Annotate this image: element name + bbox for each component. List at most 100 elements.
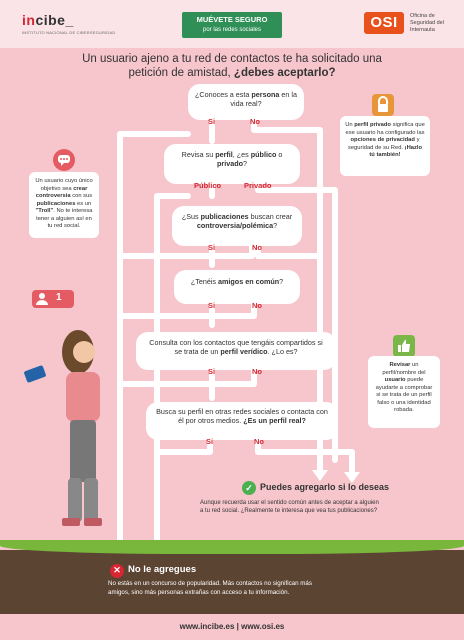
review-note-c: usuario [384,377,406,383]
q2-private[interactable]: Privado [244,181,272,190]
q4-no[interactable]: No [252,301,262,310]
private-profile-note: Un perfil privado significa que ese usua… [340,116,430,176]
flow-private [255,180,338,463]
troll-note-f: "Troll" [35,208,54,214]
question-box-4[interactable]: ¿Tenéis amigos en común? Si No [174,270,300,310]
incibe-subtitle: INSTITUTO NACIONAL DE CIBERSEGURIDAD [22,30,116,35]
flow-right-join [255,243,323,259]
cross-icon: ✕ [110,564,124,578]
osi-logo[interactable]: OSI [364,12,404,34]
q3-text-e: ? [273,221,278,230]
ground [0,550,464,618]
private-note-f: ¡Hazlo tú también! [369,144,423,159]
q1-text-b: persona [251,90,280,99]
q3-text-c: buscan crear [248,212,293,221]
accept-description: Aunque recuerda usar el sentido común an… [200,500,379,514]
q6-text-a: Busca su perfil en otras redes sociales … [156,407,328,425]
question-2-text: Revisa su perfil, ¿es público o privado? [164,144,300,168]
review-profile-note: Revisar un perfil/nombre del usuario pue… [368,356,440,428]
thumbs-up-icon [393,335,415,357]
review-note-b: un perfil/nombre del [382,362,426,376]
q1-text-a: ¿Conoces a esta [195,90,252,99]
q2-text-f: privado [217,159,243,168]
review-note-a: Revisar [389,362,411,368]
flow-q1-no [251,117,323,473]
question-box-2[interactable]: Revisa su perfil, ¿es público o privado?… [164,144,300,190]
private-note-a: Un [345,122,355,128]
q3-text-a: ¿Sus [181,212,201,221]
q2-public[interactable]: Público [194,181,222,190]
q2-text-g: ? [242,159,247,168]
question-1-text: ¿Conoces a esta persona en la vida real? [188,84,304,108]
badge-line2: por las redes sociales [202,27,262,33]
q3-text-b: publicaciones [200,212,249,221]
user-icon [36,293,48,305]
q3-yes[interactable]: Si [208,243,216,252]
troll-note-e: es un [75,200,92,207]
arrow-right-2 [344,472,360,483]
main-question-line1: Un usuario ajeno a tu red de contactos t… [82,53,382,65]
private-note-e: y seguridad de su Red. [347,137,420,151]
q1-text-c: en la vida real? [230,90,297,108]
q2-text-b: perfil [215,150,233,159]
q4-text-a: ¿Tenéis [190,277,219,286]
review-note-d: puede ayudarte a comprobar si se trata d… [375,377,433,413]
flow-q3-yes [117,243,255,259]
osi-subtitle: Oficina de Seguridad del Internauta [410,13,444,33]
q4-text-b: amigos en común [218,277,280,286]
q4-text-c: ? [279,277,284,286]
notification-count: 1 [56,292,62,303]
main-question-line2: petición de amistad, [128,67,234,79]
question-4-text: ¿Tenéis amigos en común? [174,270,300,286]
q5-text-c: . ¿Lo es? [267,347,298,356]
question-box-1[interactable]: ¿Conoces a esta persona en la vida real?… [188,84,304,126]
q3-text-d: controversia/polémica [196,221,274,230]
q1-no[interactable]: No [250,117,260,126]
troll-note-b: crear controversia [35,185,88,200]
question-3-text: ¿Sus publicaciones buscan crear controve… [172,206,302,230]
flow-left-trunk [117,131,191,548]
main-question: Un usuario ajeno a tu red de contactos t… [80,52,384,80]
incibe-logo-prefix: in [22,12,36,28]
troll-note-g: . No te interesa tener a alguien así en … [36,208,93,229]
grass [0,540,464,554]
q4-yes[interactable]: Si [208,301,216,310]
lock-icon [372,94,394,116]
q2-text-e: o [276,150,283,159]
main-question-emphasis: ¿debes aceptarlo? [233,67,336,79]
flow-q6-no [255,437,355,475]
arrow-right-1 [312,470,328,481]
decor-person [24,330,102,526]
q6-no[interactable]: No [254,437,264,446]
flow-q6-yes [154,437,213,455]
q1-yes[interactable]: Si [208,117,216,126]
check-icon: ✓ [242,481,256,495]
question-box-6[interactable]: Busca su perfil en otras redes sociales … [146,402,338,446]
question-box-5[interactable]: Consulta con los contactos que tengáis c… [136,332,336,376]
question-5-text: Consulta con los contactos que tengáis c… [136,332,336,356]
q2-text-c: , ¿es [232,150,251,159]
q2-text-a: Revisa su [181,150,216,159]
flow-q4-yes [117,302,257,319]
accept-title: Puedes agregarlo si lo deseas [260,482,390,492]
question-box-3[interactable]: ¿Sus publicaciones buscan crear controve… [172,206,302,252]
troll-note-d: publicaciones [36,200,76,207]
q2-text-d: público [250,150,277,159]
q3-no[interactable]: No [252,243,262,252]
private-note-d: opciones de privacidad [350,137,415,143]
q5-text-a: Consulta con los contactos que tengáis c… [149,338,323,356]
flow-q5-yes [117,367,257,387]
flow-paths [117,117,355,550]
troll-note-a: Un usuario cuyo único objetivo sea [35,178,93,192]
q5-text-b: perfil verídico [220,347,268,356]
private-note-b: perfil privado [354,122,391,128]
q5-yes[interactable]: Si [208,367,216,376]
q6-text-b: ¿Es un perfil real? [243,416,306,425]
incibe-logo[interactable]: incibe_ [22,12,74,28]
q5-no[interactable]: No [252,367,262,376]
q6-yes[interactable]: Si [206,437,214,446]
incibe-logo-rest: cibe_ [35,12,74,28]
footer-links[interactable]: www.incibe.es | www.osi.es [0,614,464,640]
